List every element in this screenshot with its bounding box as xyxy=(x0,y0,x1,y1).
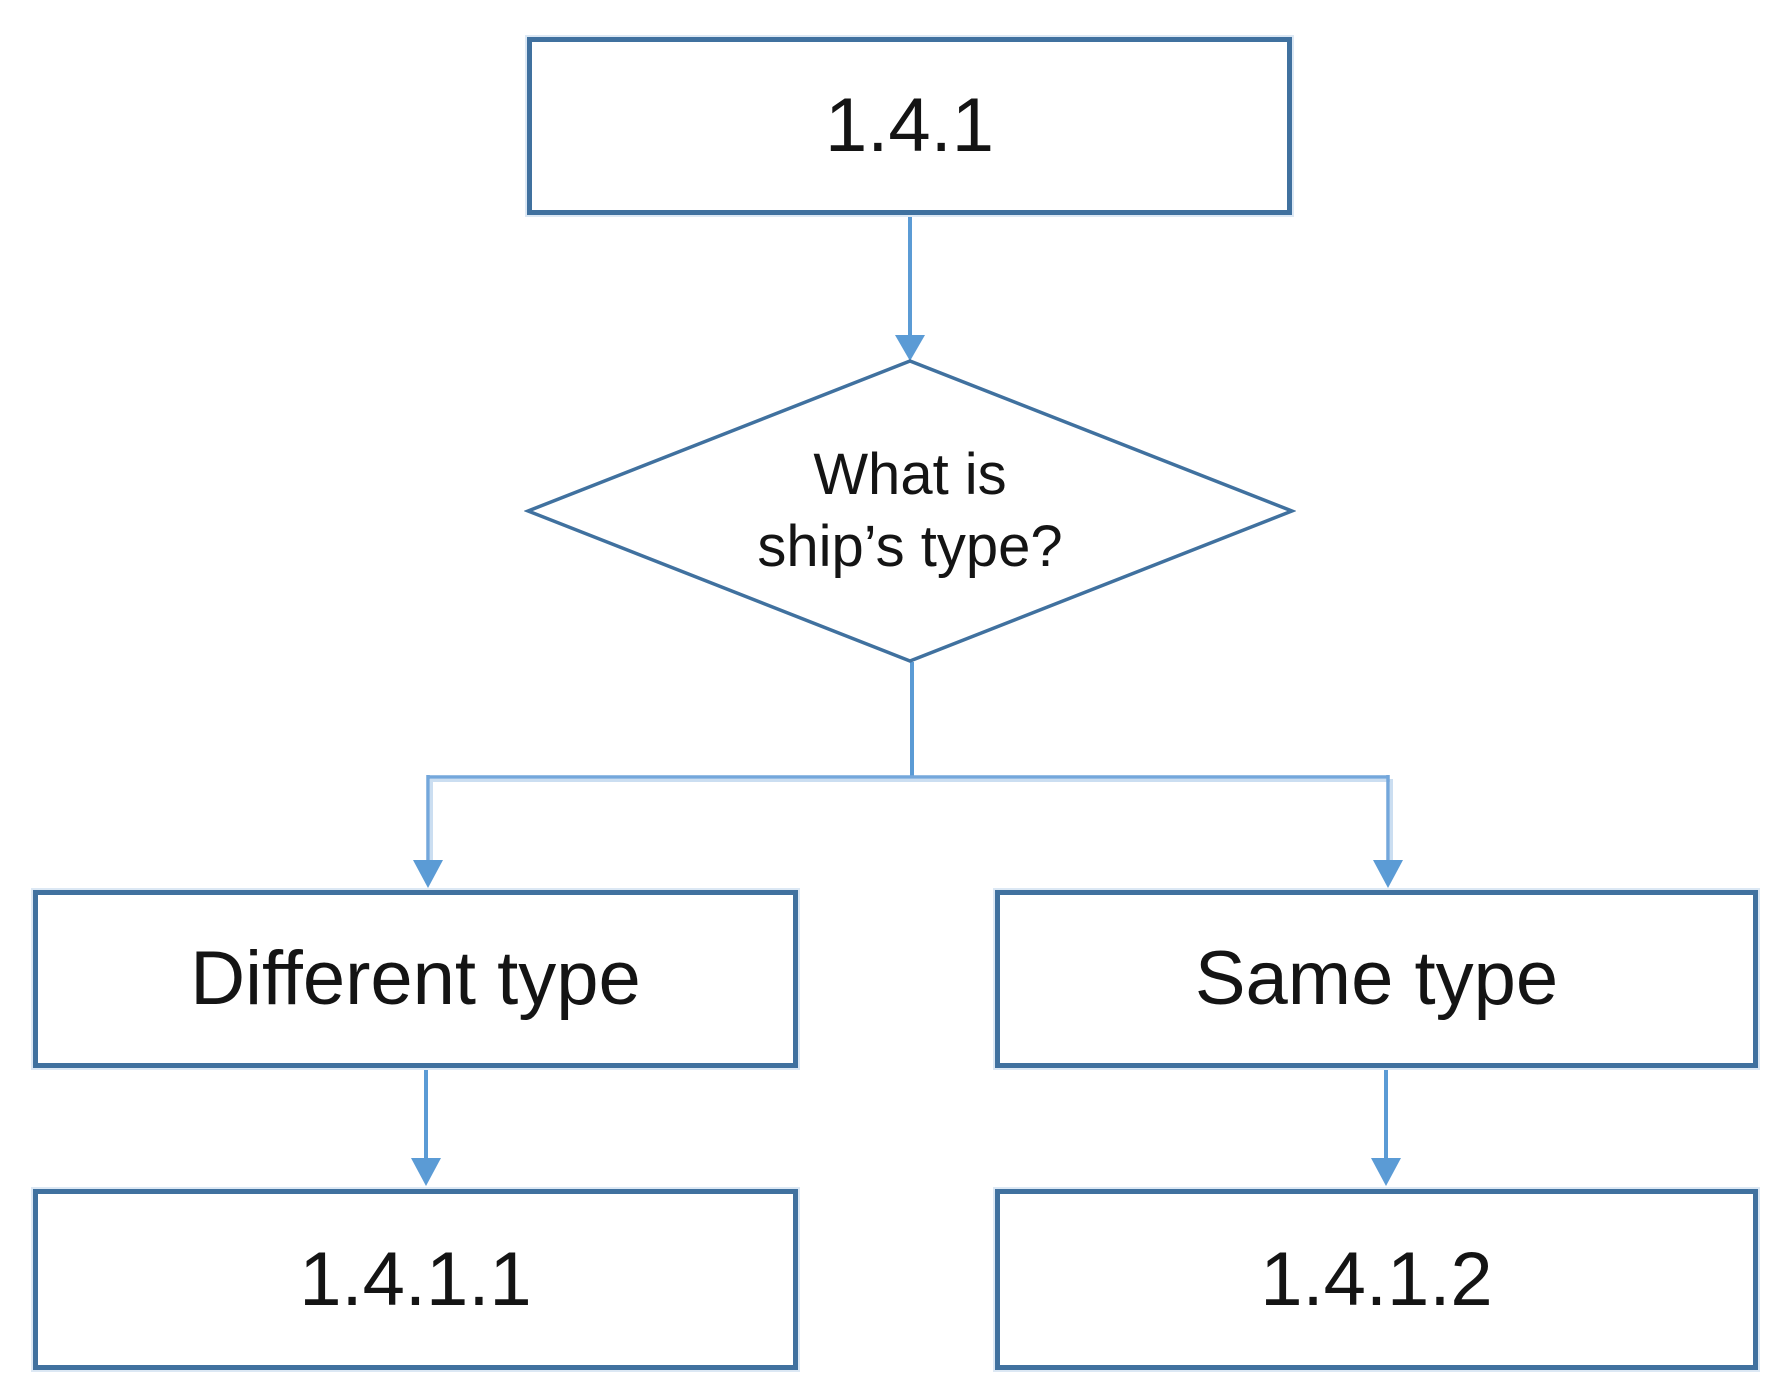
arrow-down-icon xyxy=(411,1158,441,1186)
decision-diamond-shape xyxy=(524,359,1296,663)
decision-label: What is ship’s type? xyxy=(524,357,1296,665)
node-different-type-label: Different type xyxy=(190,936,641,1022)
arrow-down-icon xyxy=(1373,860,1403,888)
node-result-1411: 1.4.1.1 xyxy=(33,1189,798,1370)
decision-label-line2: ship’s type? xyxy=(757,514,1063,579)
node-different-type: Different type xyxy=(33,890,798,1068)
node-result-1411-label: 1.4.1.1 xyxy=(299,1236,532,1322)
node-result-1412: 1.4.1.2 xyxy=(995,1189,1758,1370)
diamond-outline xyxy=(524,359,1296,663)
node-result-1412-label: 1.4.1.2 xyxy=(1260,1236,1493,1322)
arrow-down-icon xyxy=(1371,1158,1401,1186)
node-same-type-label: Same type xyxy=(1194,936,1559,1022)
arrow-down-icon xyxy=(413,860,443,888)
node-root-label: 1.4.1 xyxy=(824,83,995,169)
decision-label-line1: What is xyxy=(813,441,1007,507)
node-root: 1.4.1 xyxy=(527,37,1292,215)
node-same-type: Same type xyxy=(995,890,1758,1068)
